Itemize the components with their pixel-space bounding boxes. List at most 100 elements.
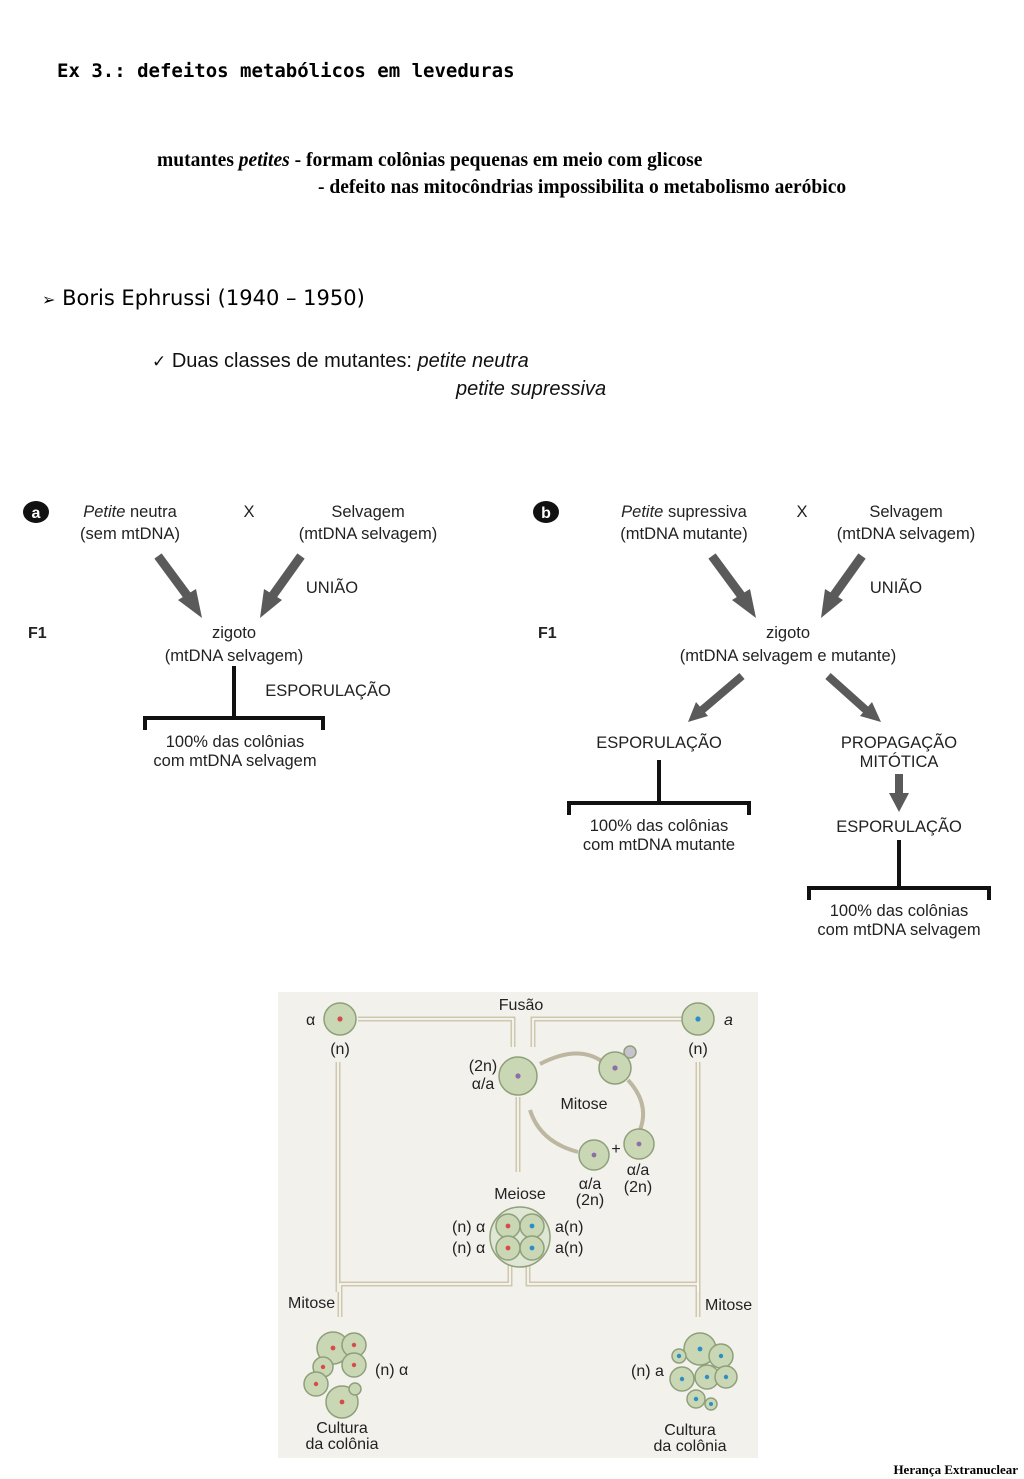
b-arrowhead-left (732, 589, 756, 618)
label-fusion: Fusão (499, 997, 544, 1014)
label-n-left: (n) (330, 1041, 350, 1058)
a-parent1-sub: (sem mtDNA) (80, 525, 180, 543)
a-cross: X (243, 503, 254, 521)
label-colony-a: (n) a (631, 1363, 664, 1380)
intro-line-1: mutantes petites - formam colônias peque… (157, 150, 702, 172)
label-alpha-a-cell2: α/a (627, 1162, 650, 1179)
b-arrowhead-down-right (860, 702, 881, 722)
label-alpha-left: α (306, 1012, 315, 1029)
class-item-2: petite supressiva (456, 378, 607, 400)
label-plus: + (611, 1141, 620, 1158)
classes-line: ✓ Duas classes de mutantes: petite neutr… (152, 350, 529, 373)
b-arrow-left (708, 553, 747, 601)
label-n-right: (n) (688, 1041, 708, 1058)
b-right-step-2: MITÓTICA (860, 752, 939, 771)
mitosis-arrow-back (528, 1109, 579, 1154)
a-zygote-sub: (mtDNA selvagem) (165, 647, 303, 665)
a-parent2: Selvagem (331, 503, 404, 521)
badge-a-label: a (32, 505, 41, 522)
b-cross: X (796, 503, 807, 521)
label-culture-left-1: Cultura (316, 1420, 368, 1437)
b-arrow-down-right (825, 673, 869, 713)
b-union: UNIÃO (870, 577, 922, 597)
a-generation: F1 (28, 625, 47, 642)
a-zygote: zigoto (212, 624, 256, 642)
label-meiosis: Meiose (494, 1186, 546, 1203)
mitosis-arrow-top (539, 1051, 605, 1066)
a-result-2: com mtDNA selvagem (153, 752, 316, 770)
label-2n-zygote: (2n) (469, 1058, 497, 1075)
label-n-alpha-1: (n) α (452, 1219, 485, 1236)
b-parent2: Selvagem (869, 503, 942, 521)
b-right-arrowhead (889, 793, 909, 812)
label-colony-alpha: (n) α (375, 1362, 408, 1379)
intro-def-1: - formam colônias pequenas em meio com g… (294, 150, 703, 171)
b-right-result-2: com mtDNA selvagem (817, 921, 980, 939)
b-arrowhead-down-left (688, 702, 708, 722)
a-union: UNIÃO (306, 577, 358, 597)
cell-bud (623, 1045, 637, 1059)
footer-label: Herança Extranuclear (893, 1462, 1018, 1477)
arrow-bullet-icon: ➢ (42, 290, 56, 309)
page-title: Ex 3.: defeitos metabólicos em leveduras (57, 60, 515, 82)
a-arrow-left (154, 553, 193, 601)
label-2n-cell1: (2n) (576, 1192, 604, 1209)
badge-b-label: b (541, 505, 551, 522)
ephrussi-diagram: a Petite neutra (sem mtDNA) X Selvagem (… (23, 501, 991, 939)
mitosis-arrow-right (626, 1078, 645, 1131)
b-arrowhead-right (821, 589, 843, 618)
a-arrowhead-left (178, 589, 202, 618)
badge-a (23, 501, 49, 523)
b-left-result-1: 100% das colônias (590, 817, 729, 835)
classes-lead: Duas classes de mutantes: (171, 350, 412, 372)
label-2n-cell2: (2n) (624, 1179, 652, 1196)
b-parent1: Petite supressiva (621, 503, 747, 521)
label-a-n-2: a(n) (555, 1240, 583, 1257)
intro-prefix: mutantes (157, 150, 234, 171)
a-result-1: 100% das colônias (166, 733, 305, 751)
b-right-bracket (807, 886, 991, 900)
label-alpha-a-zygote: α/a (472, 1076, 495, 1093)
panel-a: a Petite neutra (sem mtDNA) X Selvagem (… (23, 501, 437, 770)
nuclei (313, 1016, 729, 1406)
b-right-result-1: 100% das colônias (830, 902, 969, 920)
b-right-step-1: PROPAGAÇÃO (841, 732, 957, 752)
a-arrow-right (267, 553, 305, 601)
b-zygote-sub: (mtDNA selvagem e mutante) (680, 647, 896, 665)
b-arrow-down-left (699, 672, 745, 714)
b-parent1-sub: (mtDNA mutante) (620, 525, 747, 543)
a-arrowhead-right (260, 589, 282, 618)
label-culture-right-2: da colônia (654, 1438, 727, 1455)
b-right-step-3: ESPORULAÇÃO (836, 816, 962, 836)
label-mitosis-left: Mitose (288, 1295, 335, 1312)
bullet-text: Boris Ephrussi (1940 – 1950) (62, 286, 365, 310)
b-zygote: zigoto (766, 624, 810, 642)
b-arrow-right (828, 553, 866, 601)
label-n-alpha-2: (n) α (452, 1240, 485, 1257)
b-left-bracket (567, 801, 751, 815)
colony-left-cell-7 (348, 1382, 362, 1396)
label-culture-right-1: Cultura (664, 1422, 716, 1439)
b-parent2-sub: (mtDNA selvagem) (837, 525, 975, 543)
class-item-1: petite neutra (417, 350, 529, 372)
label-mitosis-right: Mitose (705, 1297, 752, 1314)
label-a-right: a (724, 1012, 733, 1029)
check-icon: ✓ (152, 352, 167, 371)
label-mitosis-center: Mitose (560, 1096, 607, 1113)
a-step: ESPORULAÇÃO (265, 680, 391, 700)
intro-line-2: - defeito nas mitocôndrias impossibilita… (318, 177, 847, 198)
cell-ascus (489, 1206, 551, 1268)
a-bracket (143, 716, 325, 730)
b-generation: F1 (538, 625, 557, 642)
label-a-n-1: a(n) (555, 1219, 583, 1236)
b-left-result-2: com mtDNA mutante (583, 836, 735, 854)
b-left-step: ESPORULAÇÃO (596, 732, 722, 752)
bullet-line: ➢ Boris Ephrussi (1940 – 1950) (42, 286, 365, 310)
label-alpha-a-cell1: α/a (579, 1176, 602, 1193)
a-parent1: Petite neutra (83, 503, 177, 521)
badge-b (533, 501, 559, 523)
yeast-life-cycle-figure: Fusão α (n) a (n) (2n) α/a Mitose + α/a … (278, 992, 758, 1458)
intro-italic: petites (238, 150, 290, 171)
panel-b: b Petite supressiva (mtDNA mutante) X Se… (533, 501, 991, 939)
label-culture-left-2: da colônia (306, 1436, 379, 1453)
